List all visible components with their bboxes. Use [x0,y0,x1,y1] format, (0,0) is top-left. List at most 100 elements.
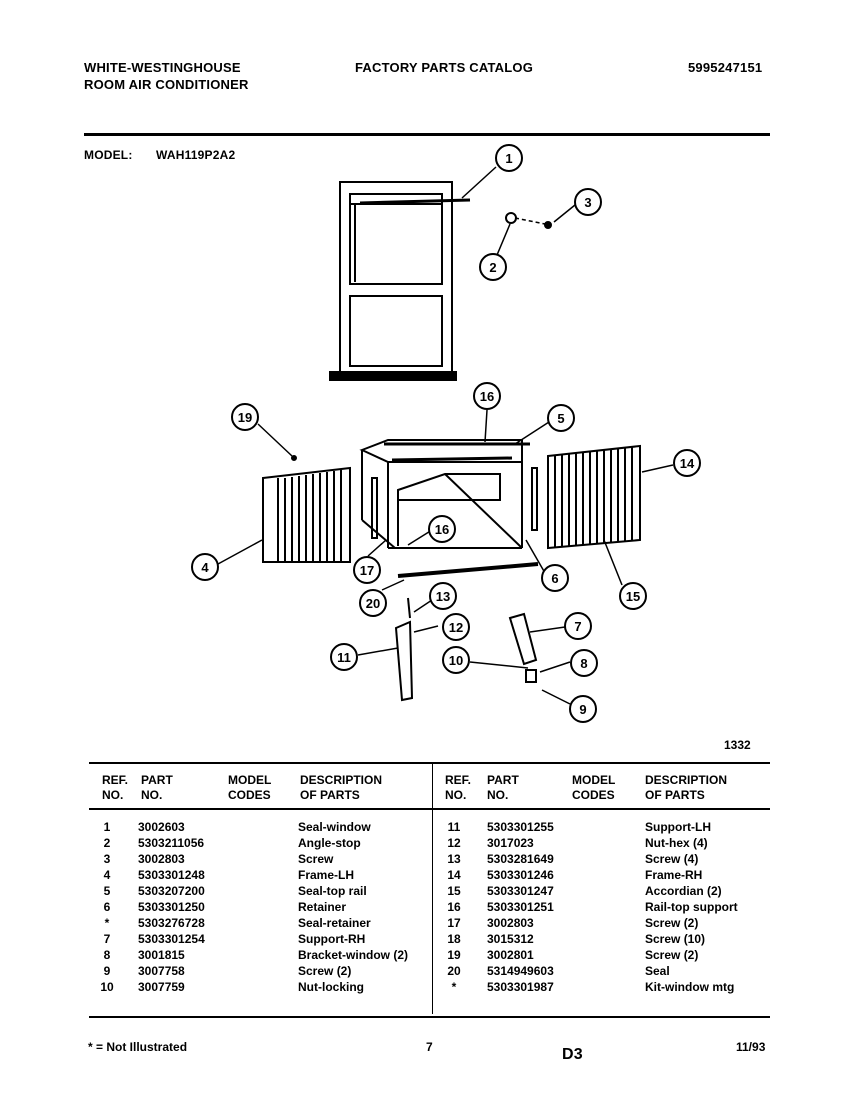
ref-no: 1 [103,820,111,834]
part-description: Screw (2) [645,916,699,930]
left-accordion-illustration [262,466,351,563]
col-header-desc: DESCRIPTION OF PARTS [300,773,383,802]
bracket-window-illustration [525,669,537,683]
part-no: 5303301254 [138,932,205,946]
ref-no: 9 [103,964,111,978]
callout-label: 13 [436,589,450,604]
callout-15 [619,582,647,610]
col-header-model: MODEL CODES [572,773,616,802]
ref-no: 7 [103,932,111,946]
ref-no: 16 [447,900,461,914]
ref-no: 8 [103,948,111,962]
ref-no: 20 [447,964,461,978]
part-description: Kit-window mtg [645,980,735,994]
table-center-divider [432,764,433,1014]
callout-label: 10 [449,653,463,668]
callout-13 [429,582,457,610]
table-header-rule [89,808,770,810]
callout-1 [495,144,523,172]
part-no: 3001815 [138,948,185,962]
catalog-title: FACTORY PARTS CATALOG [355,60,534,75]
part-no: 3015312 [487,932,534,946]
ref-no: 14 [447,868,461,882]
part-no: 5303281649 [487,852,554,866]
ref-no: 11 [447,820,461,834]
col-header-desc: DESCRIPTION OF PARTS [645,773,728,802]
callout-8 [570,649,598,677]
ref-no: * [451,980,457,994]
ref-no: 15 [447,884,461,898]
col-header-ref: REF. NO. [445,773,472,802]
part-no: 5303301248 [138,868,205,882]
part-no: 5314949603 [487,964,554,978]
part-no: 3002801 [487,948,534,962]
part-no: 3002603 [138,820,185,834]
issue-date: 11/93 [736,1040,766,1054]
table-bottom-rule [89,1016,770,1018]
part-description: Support-RH [298,932,366,946]
callout-19 [231,403,259,431]
callout-14 [673,449,701,477]
part-no: 5303301246 [487,868,554,882]
callout-label: 4 [201,560,209,575]
ref-no: 17 [447,916,461,930]
model-label: MODEL: [84,148,133,162]
callout-label: 9 [579,702,586,717]
callout-label: 15 [626,589,640,604]
part-description: Seal-top rail [298,884,367,898]
part-description: Support-LH [645,820,711,834]
callout-5 [547,404,575,432]
part-no: 5303276728 [138,916,205,930]
ref-no: 2 [103,836,111,850]
part-no: 3007758 [138,964,185,978]
callout-label: 16 [435,522,449,537]
callout-label: 6 [551,571,558,586]
part-no: 3007759 [138,980,185,994]
brand-line-1: WHITE-WESTINGHOUSE [84,60,241,75]
callout-label: 20 [366,596,380,611]
col-header-ref: REF. NO. [102,773,129,802]
right-accordion-illustration [547,444,641,550]
cabinet-sleeve-illustration [359,439,538,549]
callout-12 [442,613,470,641]
part-description: Screw (2) [645,948,699,962]
part-description: Seal-retainer [298,916,371,930]
part-no: 5303211056 [138,836,205,850]
table-top-rule [89,762,770,764]
model-value: WAH119P2A2 [156,148,236,162]
callout-label: 5 [557,411,564,426]
callout-7 [564,612,592,640]
callout-label: 17 [360,563,374,578]
ref-no: 19 [447,948,461,962]
part-no: 5303207200 [138,884,205,898]
part-description: Screw (4) [645,852,699,866]
ref-no: 5 [103,884,111,898]
part-description: Frame-LH [298,868,355,882]
part-description: Seal-window [298,820,371,834]
catalog-number: 5995247151 [688,60,763,75]
ref-no: 13 [447,852,461,866]
callout-9 [569,695,597,723]
part-description: Seal [645,964,670,978]
ref-no: 18 [447,932,461,946]
col-header-model: MODEL CODES [228,773,272,802]
part-no: 3017023 [487,836,534,850]
ref-no: 6 [103,900,111,914]
part-description: Screw (2) [298,964,352,978]
support-lh-illustration [394,620,414,702]
part-no: 5303301987 [487,980,554,994]
callout-label: 19 [238,410,252,425]
part-description: Accordian (2) [645,884,722,898]
callout-16-top [473,382,501,410]
not-illustrated-note: * = Not Illustrated [88,1040,188,1054]
callout-label: 1 [505,151,512,166]
part-no: 5303301251 [487,900,554,914]
part-no: 5303301250 [138,900,205,914]
figure-number: 1332 [724,738,751,752]
callout-label: 8 [580,656,587,671]
callout-label: 7 [574,619,581,634]
page-number: 7 [426,1040,433,1054]
part-no: 5303301255 [487,820,554,834]
part-description: Nut-locking [298,980,364,994]
ref-no: 10 [100,980,114,994]
